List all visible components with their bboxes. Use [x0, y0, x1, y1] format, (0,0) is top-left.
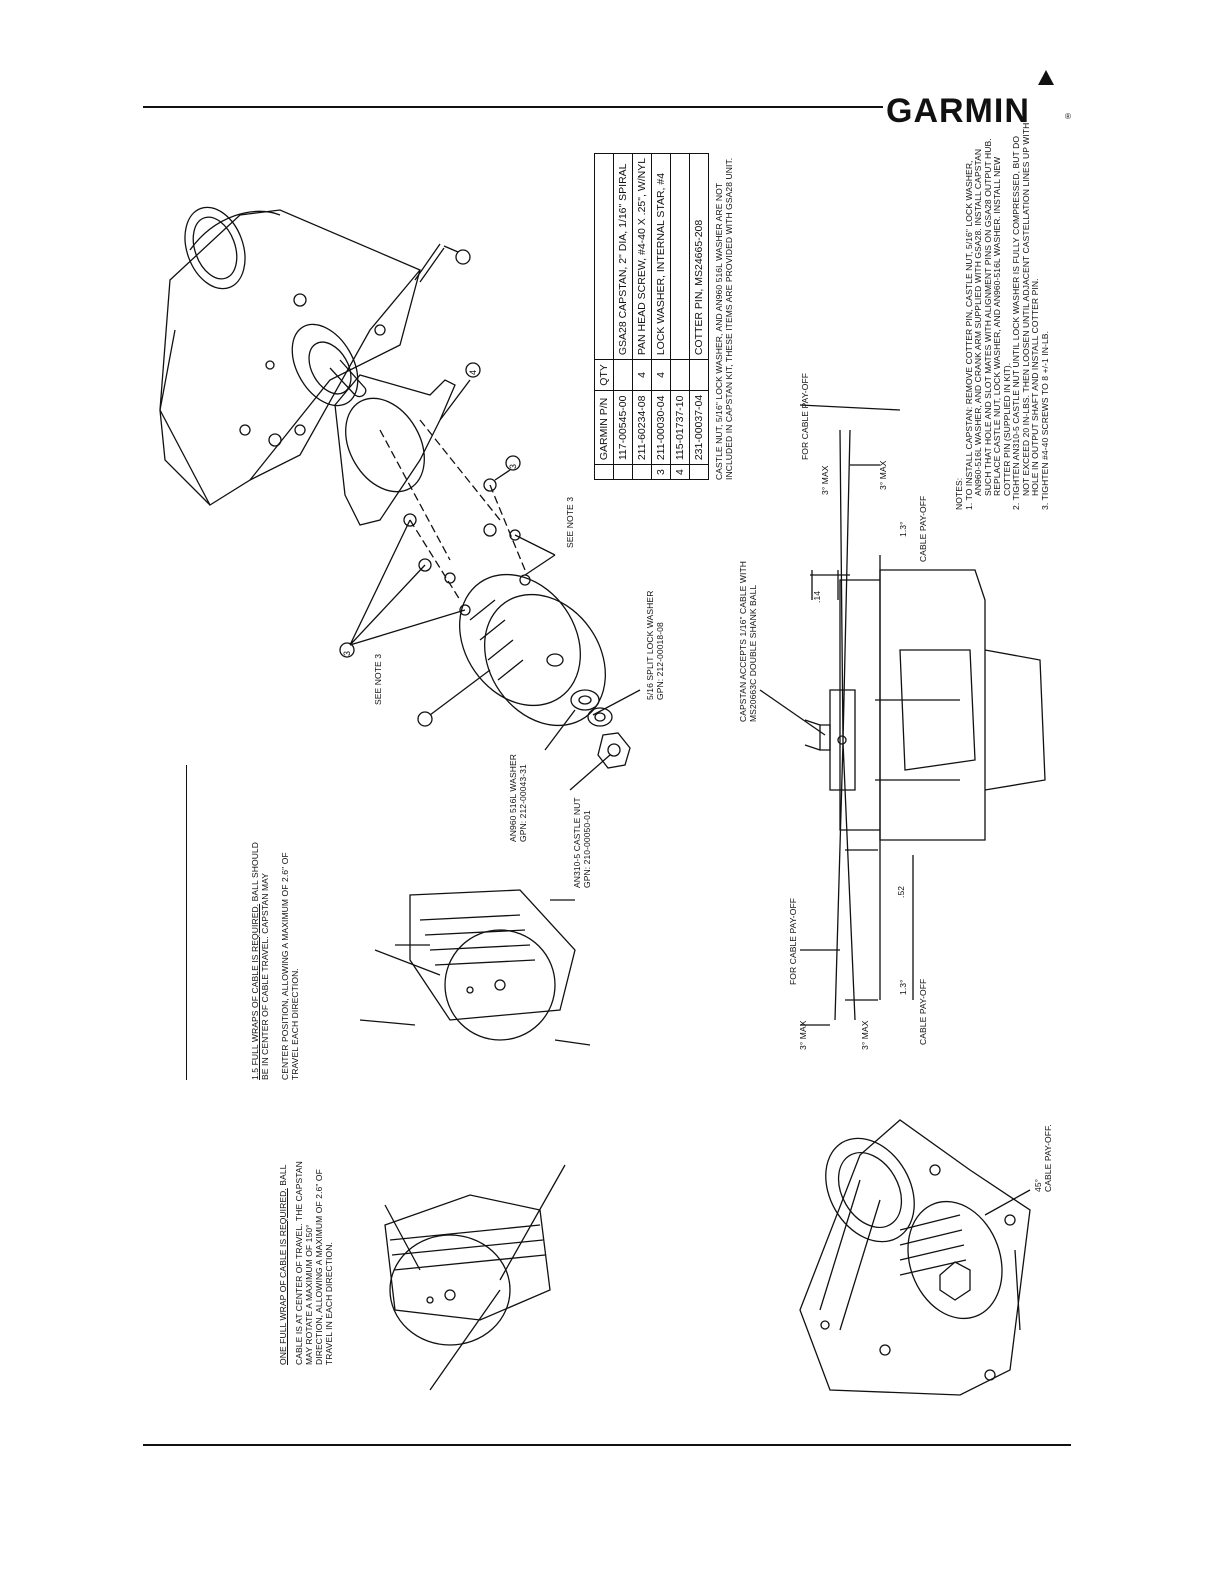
logo-registered-mark: ® — [1065, 112, 1071, 121]
cell-item — [689, 464, 709, 480]
note-number: 3. — [1039, 502, 1050, 510]
note-line: TO INSTALL CAPSTAN: REMOVE COTTER PIN, C… — [963, 160, 974, 501]
note-number: 2. — [1011, 502, 1021, 510]
wrap-note-title-rest: BALL — [278, 1164, 288, 1189]
wrap-note-line — [270, 842, 280, 1080]
cell-item — [613, 464, 633, 480]
header-desc — [594, 153, 614, 360]
wrap-note-line: TRAVEL EACH DIRECTION. — [290, 968, 300, 1080]
cell-desc: PAN HEAD SCREW, #4-40 x .25", W/NYL — [632, 153, 652, 360]
cell-qty: 4 — [632, 359, 652, 391]
wrap-note-title-rest: BALL SHOULD — [250, 842, 260, 904]
header-pn: GARMIN P/N — [594, 390, 614, 465]
footnote-line: CASTLE NUT, 5/16" LOCK WASHER, AND AN960… — [714, 182, 724, 480]
cell-desc: LOCK WASHER, INTERNAL STAR, #4 — [651, 153, 671, 360]
cell-item: 3 — [651, 464, 671, 480]
cell-qty — [689, 359, 709, 391]
table-row: 3 211-00030-04 4 LOCK WASHER, INTERNAL S… — [651, 153, 671, 480]
cell-pn: 211-00030-04 — [651, 390, 671, 465]
wrap-note-line: BE IN CENTER OF CABLE TRAVEL. CAPSTAN MA… — [260, 872, 270, 1080]
wrap-note-title: 1.5 FULL WRAPS OF CABLE IS REQUIRED. — [250, 903, 260, 1080]
table-row: 4 115-01737-10 — [670, 153, 690, 480]
table-row: 211-60234-08 4 PAN HEAD SCREW, #4-40 x .… — [632, 153, 652, 480]
note-line: TIGHTEN #4-40 SCREWS TO 8 +/-1 IN-LB. — [1039, 330, 1050, 501]
footnote-line: INCLUDED IN CAPSTAN KIT, THESE ITEMS ARE… — [724, 157, 734, 480]
cell-pn: 115-01737-10 — [670, 390, 690, 465]
wrap-note-title: ONE FULL WRAP OF CABLE IS REQUIRED. — [278, 1188, 288, 1365]
wrap-note-line: CENTER POSITION, ALLOWING A MAXIMUM OF 2… — [280, 852, 290, 1080]
cell-desc — [670, 153, 690, 360]
wrap-note-line: CABLE IS AT CENTER OF TRAVEL. THE CAPSTA… — [294, 1161, 304, 1365]
servo-side-view — [759, 404, 1046, 1026]
cell-desc: COTTER PIN, MS24665-208 — [689, 153, 709, 360]
servo-installed-view — [799, 1119, 1031, 1396]
cell-desc: GSA28 CAPSTAN, 2" DIA, 1/16" SPIRAL — [613, 153, 633, 360]
servo-exploded-view — [159, 206, 641, 791]
wrap-note-line: TRAVEL IN EACH DIRECTION. — [324, 1242, 334, 1365]
garmin-logo: GARMIN ® — [886, 70, 1076, 130]
cell-qty — [670, 359, 690, 391]
table-row: 231-00037-04 COTTER PIN, MS24665-208 — [689, 153, 709, 480]
logo-text: GARMIN — [886, 92, 1030, 130]
vertical-divider — [186, 765, 187, 1080]
note-number: 1. — [963, 502, 974, 510]
wrap-note-line: MAY ROTATE A MAXIMUM OF 150° — [304, 1224, 314, 1365]
header-rule — [143, 106, 883, 108]
cell-pn: 117-00545-00 — [613, 390, 633, 465]
wrap-illustration-1-0 — [384, 1164, 566, 1391]
logo-triangle-icon — [1038, 70, 1054, 85]
cell-item — [632, 464, 652, 480]
footer-rule — [143, 1444, 1071, 1446]
parts-table: GARMIN P/N QTY 117-00545-00 GSA28 CAPSTA… — [594, 153, 709, 480]
cell-qty — [613, 359, 633, 391]
cell-pn: 231-00037-04 — [689, 390, 709, 465]
table-row: 117-00545-00 GSA28 CAPSTAN, 2" DIA, 1/16… — [613, 153, 633, 480]
header-qty: QTY — [594, 359, 614, 391]
note-line: TIGHTEN AN310-5 CASTLE NUT UNTIL LOCK WA… — [1011, 135, 1021, 501]
cell-pn: 211-60234-08 — [632, 390, 652, 465]
header-item — [594, 464, 614, 480]
table-row: GARMIN P/N QTY — [594, 153, 614, 480]
cell-item: 4 — [670, 464, 690, 480]
wrap-illustration-1-5 — [359, 889, 591, 1046]
cell-qty: 4 — [651, 359, 671, 391]
wrap-note-line: DIRECTION, ALLOWING A MAXIMUM OF 2.6" OF — [314, 1169, 324, 1365]
